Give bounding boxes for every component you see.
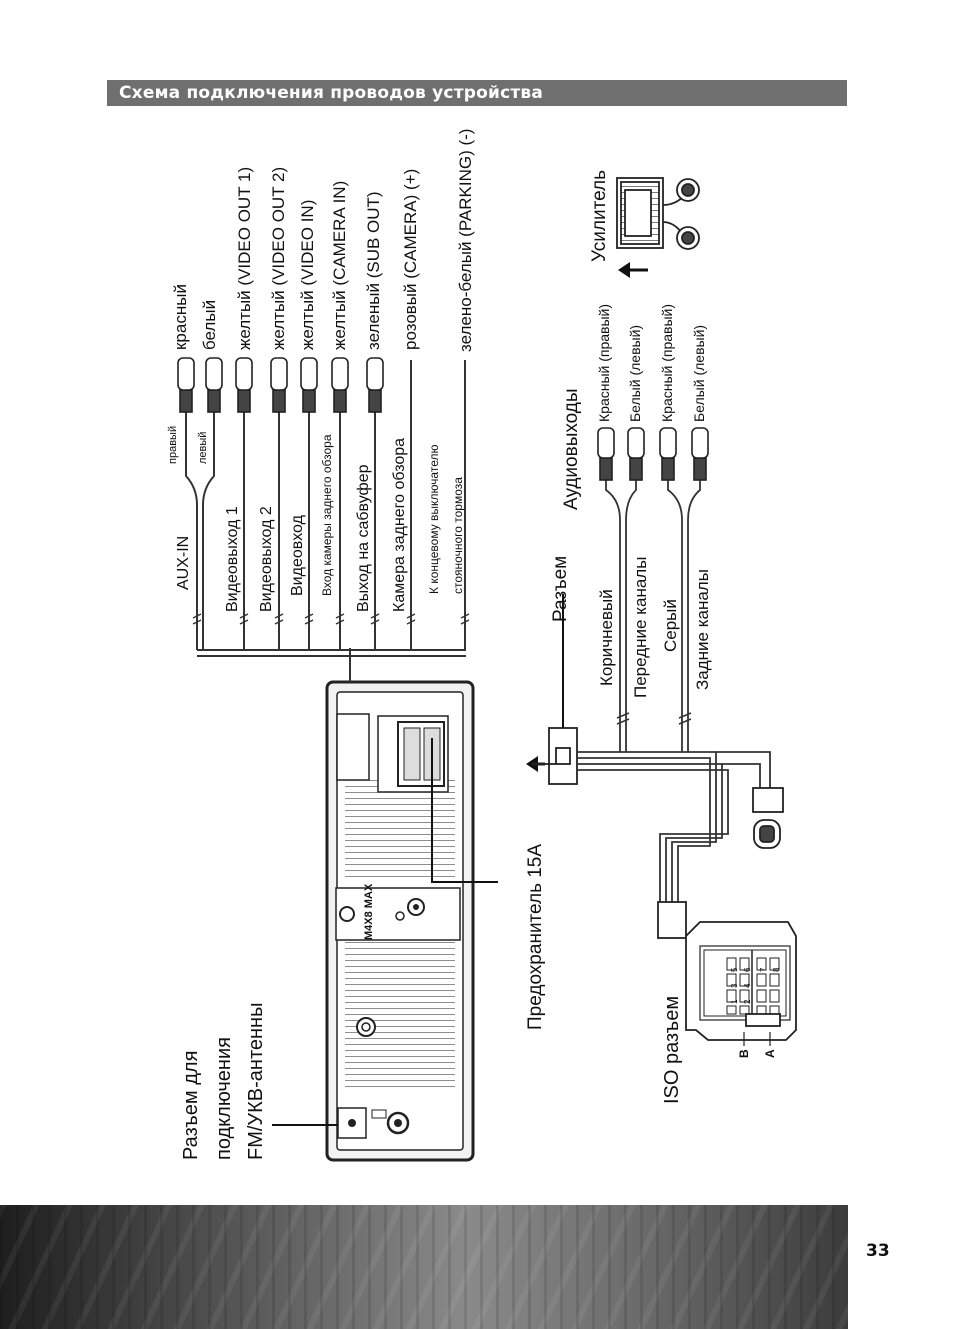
label-parking-1: К концевому выключателю [427, 445, 441, 594]
iso-pin-b-label: B [737, 1049, 751, 1058]
audio-rear-channels: Задние каналы [693, 569, 712, 690]
label-video-out-2: Видеовыход 2 [258, 506, 275, 612]
audio-bundle [577, 478, 771, 938]
connector-block [526, 727, 578, 785]
label-camera-power-color: розовый (CAMERA) (+) [401, 169, 420, 350]
label-video-in-color: желтый (VIDEO IN) [298, 200, 317, 350]
page-number: 33 [866, 1241, 890, 1261]
label-video-out-2-color: желтый (VIDEO OUT 2) [269, 167, 288, 350]
fuse-label: Предохранитель 15А [525, 844, 546, 1030]
iso-pin-8: 8 [772, 967, 781, 972]
footer-band [0, 1205, 848, 1329]
label-krasnyi: красный [171, 284, 190, 350]
label-sub-out-color: зеленый (SUB OUT) [364, 191, 383, 350]
head-unit: M4X8 MAX [325, 680, 475, 1162]
label-sub-out: Выход на сабвуфер [355, 464, 372, 612]
amplifier-label: Усилитель [589, 170, 610, 262]
rca-harness [185, 360, 466, 682]
section-header: Схема подключения проводов устройства [107, 80, 847, 106]
iso-pin-a-label: A [763, 1049, 777, 1058]
footer-texture [0, 1205, 848, 1329]
label-camera-power: Камера заднего обзора [391, 438, 408, 612]
audio-break-marks [616, 712, 692, 725]
label-parking-2: стояночного тормоза [451, 477, 465, 594]
iso-pin-5: 5 [730, 967, 739, 972]
audio-front-right: Красный (правый) [596, 304, 612, 422]
label-camera-in-color: желтый (CAMERA IN) [330, 181, 349, 350]
audio-front-left: Белый (левый) [627, 325, 643, 422]
audio-title: Аудиовыходы [561, 388, 582, 510]
antenna-label-line3: FM/УКВ-антенны [245, 1003, 267, 1160]
amplifier-icon [616, 177, 700, 250]
antenna-label-line2: подключения [213, 1037, 235, 1160]
iso-pin-7: 7 [759, 967, 768, 972]
rca-plugs-top [177, 357, 384, 413]
audio-rear-left: Белый (левый) [691, 325, 707, 422]
iso-pin-2: 2 [743, 999, 752, 1004]
label-pravyi: правый [167, 426, 179, 464]
audio-front-wire: Коричневый [597, 589, 616, 686]
wire-break-marks [192, 613, 470, 625]
iso-pin-4: 4 [743, 983, 752, 988]
antenna-label-line1: Разъем для [180, 1051, 202, 1160]
label-video-out-1-color: желтый (VIDEO OUT 1) [235, 167, 254, 350]
iso-connector [657, 901, 797, 1046]
iso-pin-numbers: 1 2 3 4 5 6 7 8 [730, 967, 781, 1004]
iso-pin-3: 3 [730, 983, 739, 988]
audio-rear-right: Красный (правый) [659, 304, 675, 422]
rca-plugs-audio [597, 427, 709, 481]
label-belyi: белый [200, 300, 219, 350]
label-video-out-1: Видеовыход 1 [224, 506, 241, 612]
label-video-in: Видеовход [289, 514, 306, 596]
connector-label: Разъем [550, 556, 571, 622]
audio-rear-wire: Серый [661, 599, 680, 652]
unit-marking: M4X8 MAX [363, 883, 375, 940]
iso-label: ISO разъем [661, 996, 683, 1104]
label-parking-color: зелено-белый (PARKING) (-) [456, 129, 475, 352]
audio-front-channels: Передние каналы [631, 557, 650, 698]
label-aux-in: AUX-IN [175, 536, 192, 590]
filter-box [752, 787, 784, 849]
iso-pin-6: 6 [743, 967, 752, 972]
fuse-pointer [431, 738, 498, 883]
label-levyi: левый [197, 432, 209, 464]
section-title: Схема подключения проводов устройства [119, 83, 544, 103]
label-camera-in: Вход камеры заднего обзора [320, 434, 334, 596]
amplifier-arrow [618, 262, 648, 278]
iso-pin-1: 1 [730, 999, 739, 1004]
